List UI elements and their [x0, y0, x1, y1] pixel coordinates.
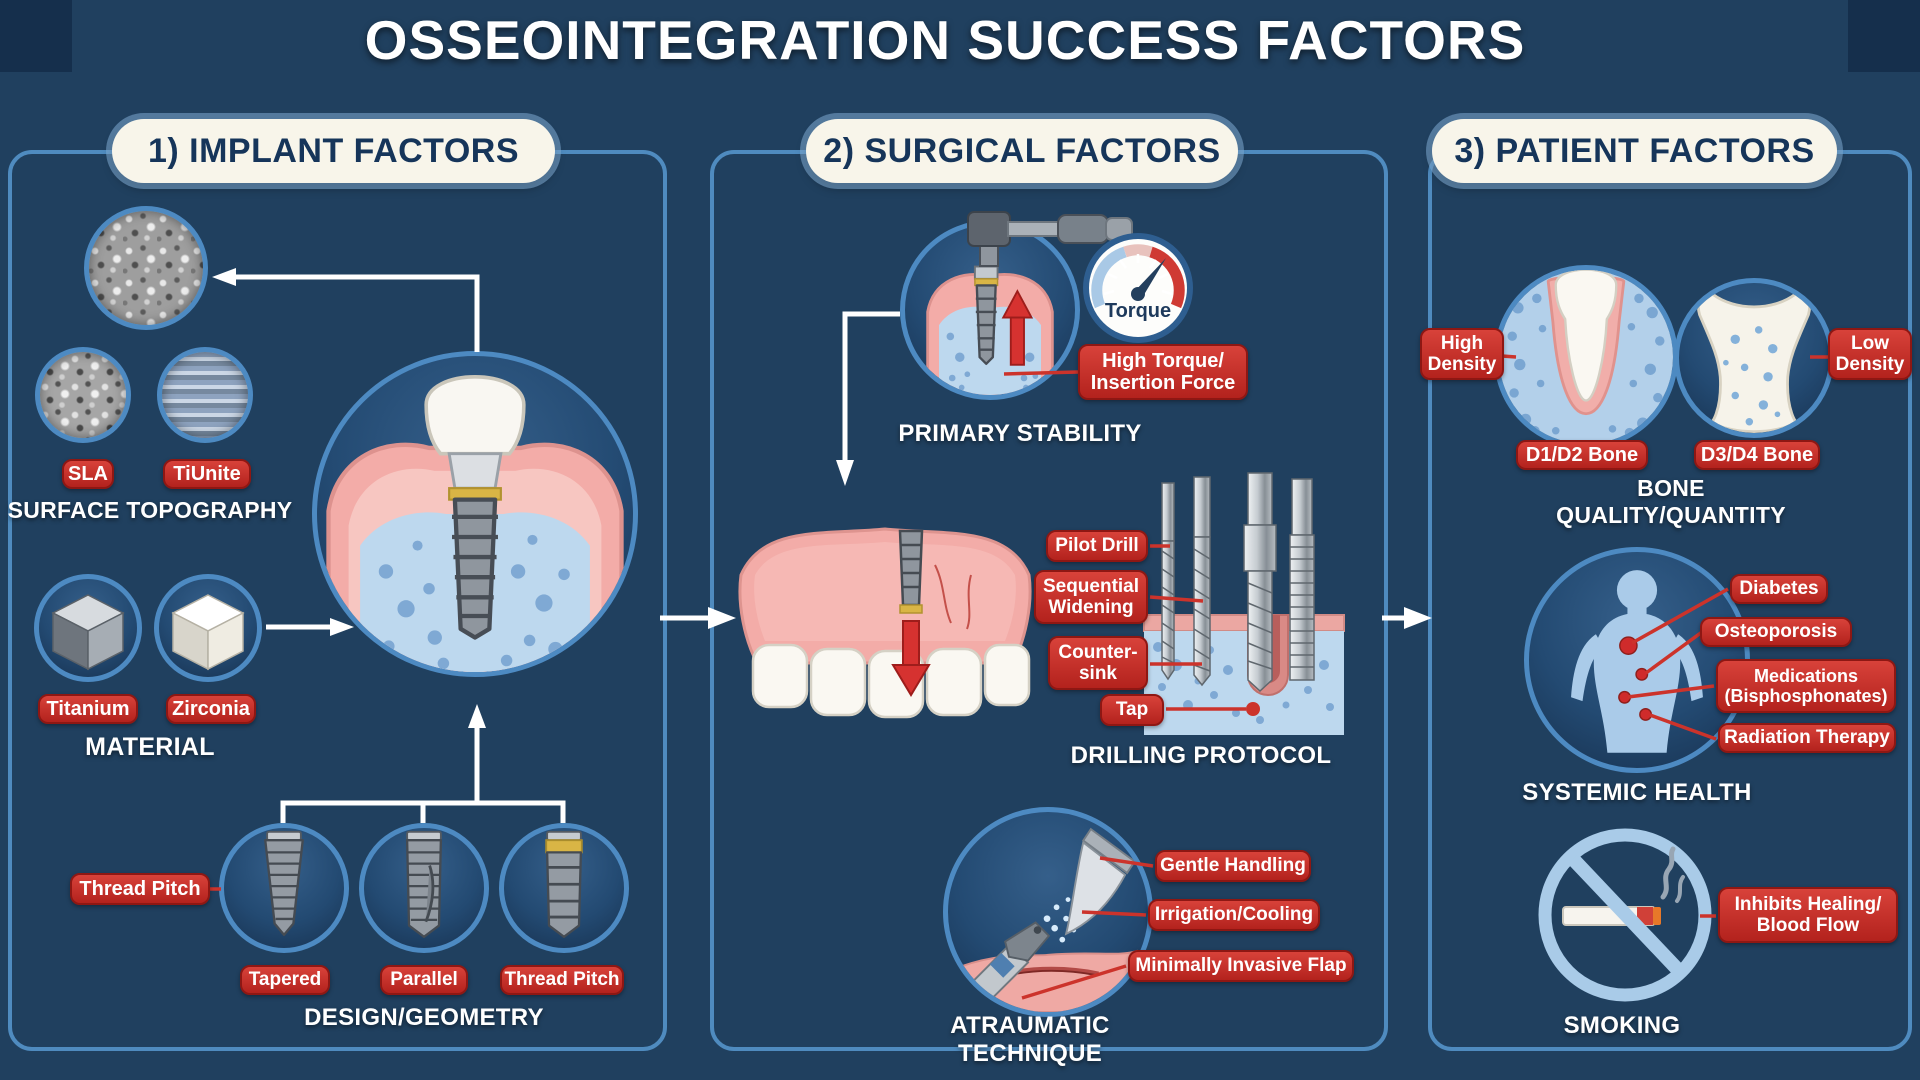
- high-density-bone-illustration: [1494, 265, 1678, 449]
- implant-in-bone-illustration: [312, 351, 638, 677]
- countersink-label: Counter- sink: [1048, 636, 1148, 690]
- torque-gauge-icon: [1083, 233, 1193, 343]
- gentle-handling-label: Gentle Handling: [1155, 850, 1311, 882]
- parallel-implant-icon: [359, 823, 489, 953]
- jaw-implant-illustration: [738, 527, 1032, 719]
- surgical-factors-header: 2) SURGICAL FACTORS: [806, 119, 1238, 183]
- high-density-bone-svg: [1499, 270, 1673, 444]
- material-caption: MATERIAL: [85, 733, 215, 761]
- drilling-protocol-caption: DRILLING PROTOCOL: [1070, 742, 1332, 769]
- d3-d4-bone-label: D3/D4 Bone: [1694, 440, 1820, 470]
- diabetes-label: Diabetes: [1730, 574, 1828, 604]
- zirconia-cube-svg: [171, 594, 245, 671]
- surface-texture-rough-icon: [84, 206, 208, 330]
- tiunite-label: TiUnite: [163, 459, 251, 489]
- surface-topography-caption: SURFACE TOPOGRAPHY: [7, 497, 293, 523]
- titanium-label: Titanium: [38, 694, 138, 724]
- titanium-cube-svg: [51, 594, 125, 671]
- implant-in-bone-svg: [326, 375, 624, 672]
- torque-gauge-label: Torque: [1104, 300, 1172, 322]
- patient-factors-header: 3) PATIENT FACTORS: [1432, 119, 1837, 183]
- atraumatic-technique-illustration: [943, 807, 1153, 1017]
- low-density-bone-svg: [1697, 292, 1811, 433]
- zirconia-cube-icon: [154, 574, 262, 682]
- surface-texture-tiunite-icon: [157, 347, 253, 443]
- radiation-label: Radiation Therapy: [1718, 723, 1896, 753]
- design-geometry-caption: DESIGN/GEOMETRY: [304, 1004, 544, 1031]
- primary-stability-svg: [926, 241, 1054, 395]
- tapered-implant-svg: [264, 830, 304, 937]
- torque-wrench-icon: [967, 211, 1133, 267]
- systemic-health-caption: SYSTEMIC HEALTH: [1522, 779, 1752, 806]
- smoking-caption: SMOKING: [1563, 1012, 1681, 1039]
- pilot-drill-label: Pilot Drill: [1046, 530, 1148, 562]
- parallel-implant-svg: [405, 830, 443, 938]
- thread-pitch-label: Thread Pitch: [500, 965, 624, 995]
- parallel-label: Parallel: [380, 965, 468, 995]
- corner-square-left: [0, 0, 72, 72]
- primary-stability-illustration: [900, 220, 1080, 400]
- titanium-cube-icon: [34, 574, 142, 682]
- thread-pitch-callout: Thread Pitch: [70, 873, 210, 905]
- tapered-label: Tapered: [240, 965, 330, 995]
- high-density-label: High Density: [1420, 328, 1504, 380]
- page-title: OSSEOINTEGRATION SUCCESS FACTORS: [364, 9, 1526, 71]
- drilling-protocol-illustration: [1143, 472, 1345, 735]
- low-density-bone-illustration: [1674, 278, 1834, 438]
- minimally-invasive-label: Minimally Invasive Flap: [1128, 950, 1354, 982]
- atraumatic-technique-svg: [956, 827, 1142, 1012]
- d1-d2-bone-label: D1/D2 Bone: [1516, 440, 1648, 470]
- sequential-widening-label: Sequential Widening: [1034, 570, 1148, 624]
- surface-texture-sla-icon: [35, 347, 131, 443]
- medications-label: Medications (Bisphosphonates): [1716, 659, 1896, 713]
- tapered-implant-icon: [219, 823, 349, 953]
- sla-label: SLA: [62, 459, 114, 489]
- thread-pitch-implant-svg: [545, 830, 583, 938]
- inhibits-healing-label: Inhibits Healing/ Blood Flow: [1718, 887, 1898, 943]
- thread-pitch-implant-icon: [499, 823, 629, 953]
- no-smoking-icon: [1538, 828, 1712, 1002]
- corner-square-right: [1848, 0, 1920, 72]
- zirconia-label: Zirconia: [166, 694, 256, 724]
- bone-quality-caption: BONE QUALITY/QUANTITY: [1556, 475, 1786, 528]
- osteoporosis-label: Osteoporosis: [1700, 617, 1852, 647]
- systemic-health-illustration: [1524, 547, 1750, 773]
- implant-factors-header: 1) IMPLANT FACTORS: [112, 119, 555, 183]
- atraumatic-technique-caption: ATRAUMATIC TECHNIQUE: [950, 1012, 1110, 1067]
- body-silhouette-svg: [1571, 570, 1703, 753]
- tap-label: Tap: [1100, 694, 1164, 726]
- high-torque-callout: High Torque/ Insertion Force: [1078, 344, 1248, 400]
- primary-stability-caption: PRIMARY STABILITY: [898, 420, 1142, 447]
- irrigation-cooling-label: Irrigation/Cooling: [1148, 899, 1320, 931]
- low-density-label: Low Density: [1828, 328, 1912, 380]
